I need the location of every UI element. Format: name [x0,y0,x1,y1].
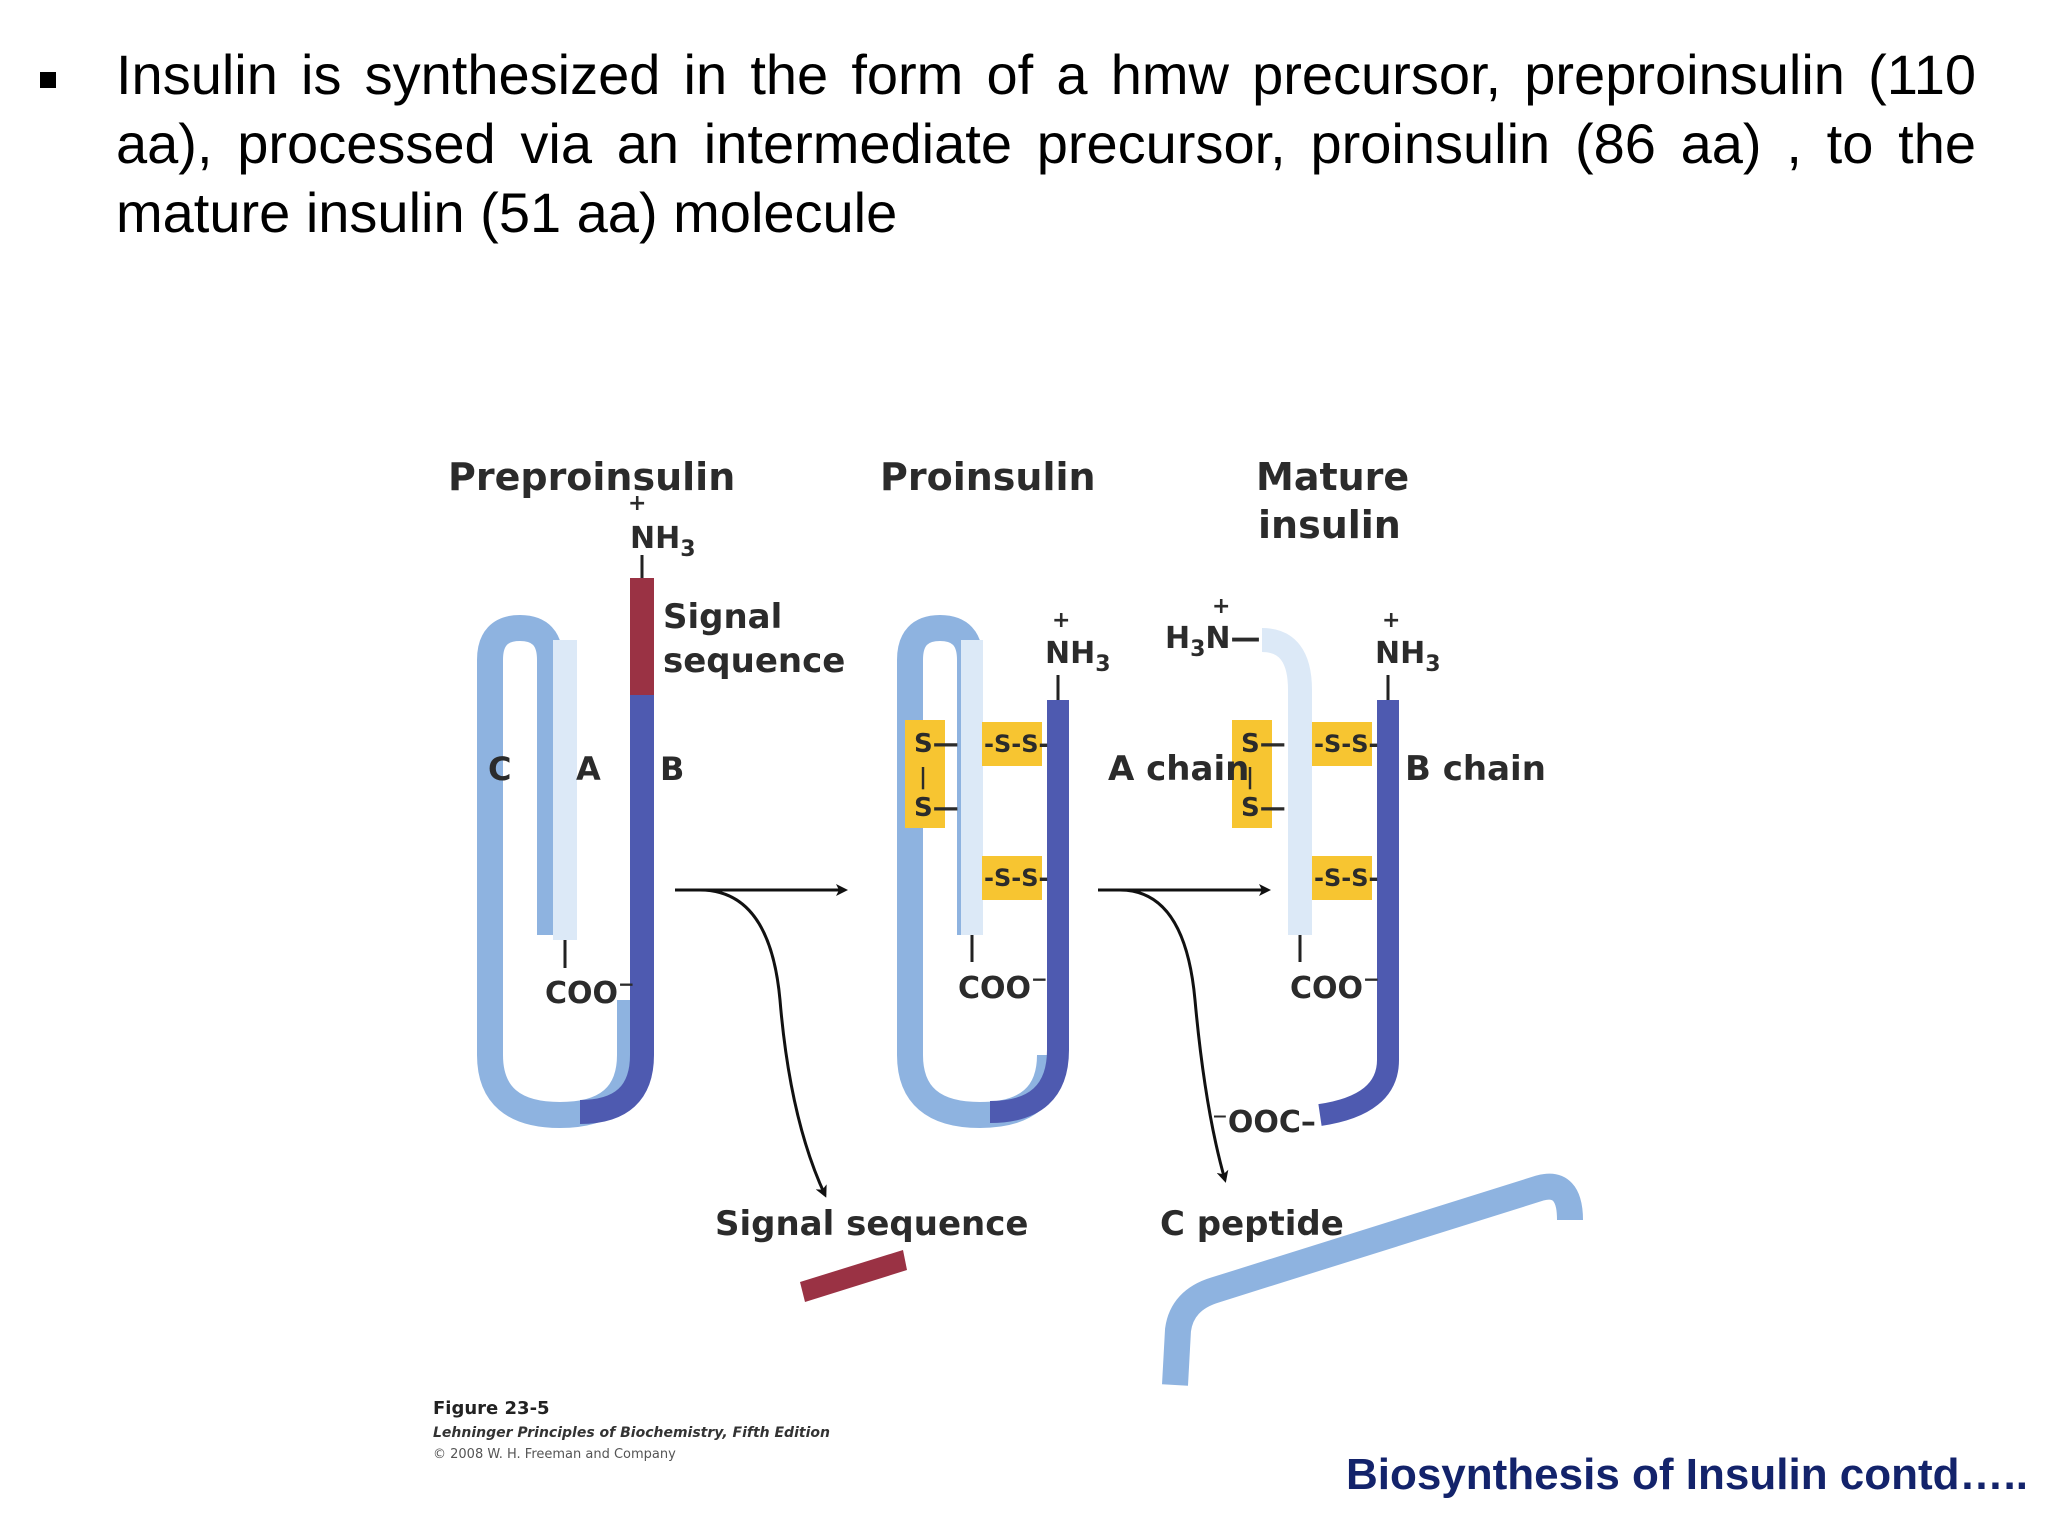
segment-a-label: A [576,750,601,788]
preproinsulin-nh3-label: NH3 [630,521,696,562]
proinsulin-coo-label: COO− [958,967,1048,1006]
a-chain-label: A chain [1108,749,1249,789]
proinsulin-b-chain [989,700,1069,1123]
mature-coo-label: COO− [1290,967,1380,1006]
segment-b-label: B [660,750,684,788]
signal-label-line1: Signal [663,597,782,637]
signal-label-line2: sequence [663,641,845,681]
processing-arrow-2 [1098,884,1271,1183]
mature-ss-box-upper [1312,722,1372,766]
mature-s-top: S— [1241,729,1286,759]
mature-a-chain [1261,628,1312,935]
bullet-square-icon [40,72,56,88]
preproinsulin-structure: + NH3 Signal sequence C A B COO− [477,491,845,1129]
b-chain-label: B chain [1405,749,1546,789]
proinsulin-s-top: S— [914,729,959,759]
mature-insulin-structure: S— | S— -S-S- -S-S- + H3N— + NH3 A chain… [1108,594,1546,1140]
preproinsulin-signal-segment [630,578,654,695]
caption-copyright: © 2008 W. H. Freeman and Company [433,1447,676,1462]
title-preproinsulin: Preproinsulin [448,455,735,499]
mature-b-chain [1318,700,1399,1126]
mature-ss-upper: -S-S- [1314,730,1378,758]
title-mature-line2: insulin [1258,503,1401,547]
preproinsulin-coo-label: COO− [545,972,635,1011]
proinsulin-structure: S— | S— -S-S- -S-S- + NH3 COO− [897,608,1111,1129]
title-mature-line1: Mature [1256,455,1409,499]
processing-arrow-1 [675,884,848,1198]
c-peptide-fragment [1162,1173,1583,1386]
preproinsulin-b-chain [579,695,654,1124]
c-peptide-product: C peptide [1160,1173,1583,1386]
caption-figure-number: Figure 23-5 [433,1398,550,1419]
title-proinsulin: Proinsulin [880,455,1096,499]
mature-h3n-label: H3N— [1165,621,1261,662]
proinsulin-ss-lower: -S-S- [984,864,1048,892]
proinsulin-ss-box-upper [982,722,1042,766]
proinsulin-intrachain-ss-box [905,720,945,828]
proinsulin-nh3-label: NH3 [1045,636,1111,677]
mature-ooc-label: ⁻OOC– [1212,1105,1316,1140]
proinsulin-s-bar: | [919,765,927,790]
signal-sequence-product: Signal sequence [715,1204,1028,1302]
signal-sequence-fragment [800,1250,907,1302]
mature-s-bottom: S— [1241,793,1286,823]
mature-s-bar: | [1246,765,1254,790]
mature-h3n-plus: + [1212,594,1230,619]
proinsulin-s-bottom: S— [914,793,959,823]
mature-ss-lower: -S-S- [1314,864,1378,892]
caption-book-title: Lehninger Principles of Biochemistry, Fi… [433,1425,830,1441]
bullet-row: Insulin is synthesized in the form of a … [40,40,1990,247]
mature-ss-box-lower [1312,856,1372,900]
mature-intrachain-ss-box [1232,720,1272,828]
bullet-text: Insulin is synthesized in the form of a … [116,43,1976,244]
signal-sequence-label: Signal sequence [715,1204,1028,1244]
proinsulin-ss-box-lower [982,856,1042,900]
proinsulin-nh3-plus: + [1052,608,1070,633]
segment-c-label: C [488,750,511,788]
c-peptide-label: C peptide [1160,1204,1344,1244]
slide-footer-title: Biosynthesis of Insulin contd….. [1345,1450,2028,1499]
preproinsulin-nh3-plus: + [628,491,646,516]
mature-nh3-label: NH3 [1375,636,1441,677]
mature-nh3-plus: + [1382,608,1400,633]
figure-caption: Figure 23-5 Lehninger Principles of Bioc… [433,1398,830,1462]
proinsulin-ss-upper: -S-S- [984,730,1048,758]
